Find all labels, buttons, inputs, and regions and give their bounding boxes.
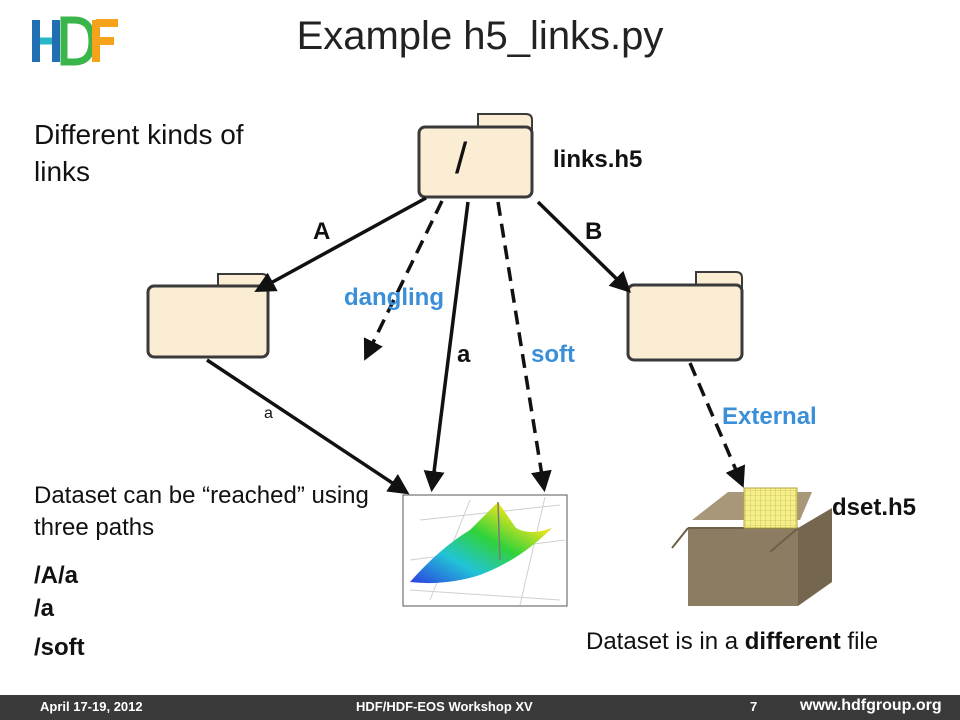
link-b-label: B [585,218,603,245]
root-group-folder-icon [417,113,534,199]
footer-bar: April 17-19, 2012 HDF/HDF-EOS Workshop X… [0,695,960,720]
hdf-logo [32,16,118,66]
path-item: /soft [34,634,85,661]
group-a-folder-icon [146,273,270,359]
hard-link-a-group-arrow [254,196,427,293]
external-file-box-icon [671,487,832,606]
slide-title: Example h5_links.py [296,14,664,58]
footer-page-number: 7 [750,699,758,714]
note-prefix: Dataset is in a [586,628,745,655]
group-hard-link-label: a [264,405,273,422]
note-emphasis: different [744,628,841,655]
external-link-label: External [722,403,817,430]
note-suffix: file [840,628,879,655]
link-a-label: A [313,218,331,245]
lead-text: Different kinds of links [34,119,244,187]
path-item: /A/a [34,562,79,589]
dangling-link-label: dangling [344,284,444,311]
footer-event: HDF/HDF-EOS Workshop XV [356,699,533,714]
paths-intro-text: Dataset can be “reached” using three pat… [34,482,369,541]
soft-link-label: soft [531,341,575,368]
group-b-folder-icon [626,271,744,362]
hard-link-root-dataset-arrow [423,201,470,493]
footer-url: www.hdfgroup.org [800,697,942,714]
hard-link-b-group-arrow [536,200,632,293]
footer-date: April 17-19, 2012 [40,699,143,714]
dataset-surface-plot [402,494,568,607]
soft-link-arrow [496,201,552,493]
external-file-label: dset.h5 [832,494,917,521]
main-file-label: links.h5 [553,146,643,173]
path-item: /a [34,595,55,622]
root-group-label: / [455,134,468,183]
hard-link-group-dataset-arrow [206,358,410,495]
different-file-note: Dataset is in a different file [586,628,878,656]
root-hard-link-label: a [457,341,471,368]
dangling-link-arrow [363,200,444,361]
